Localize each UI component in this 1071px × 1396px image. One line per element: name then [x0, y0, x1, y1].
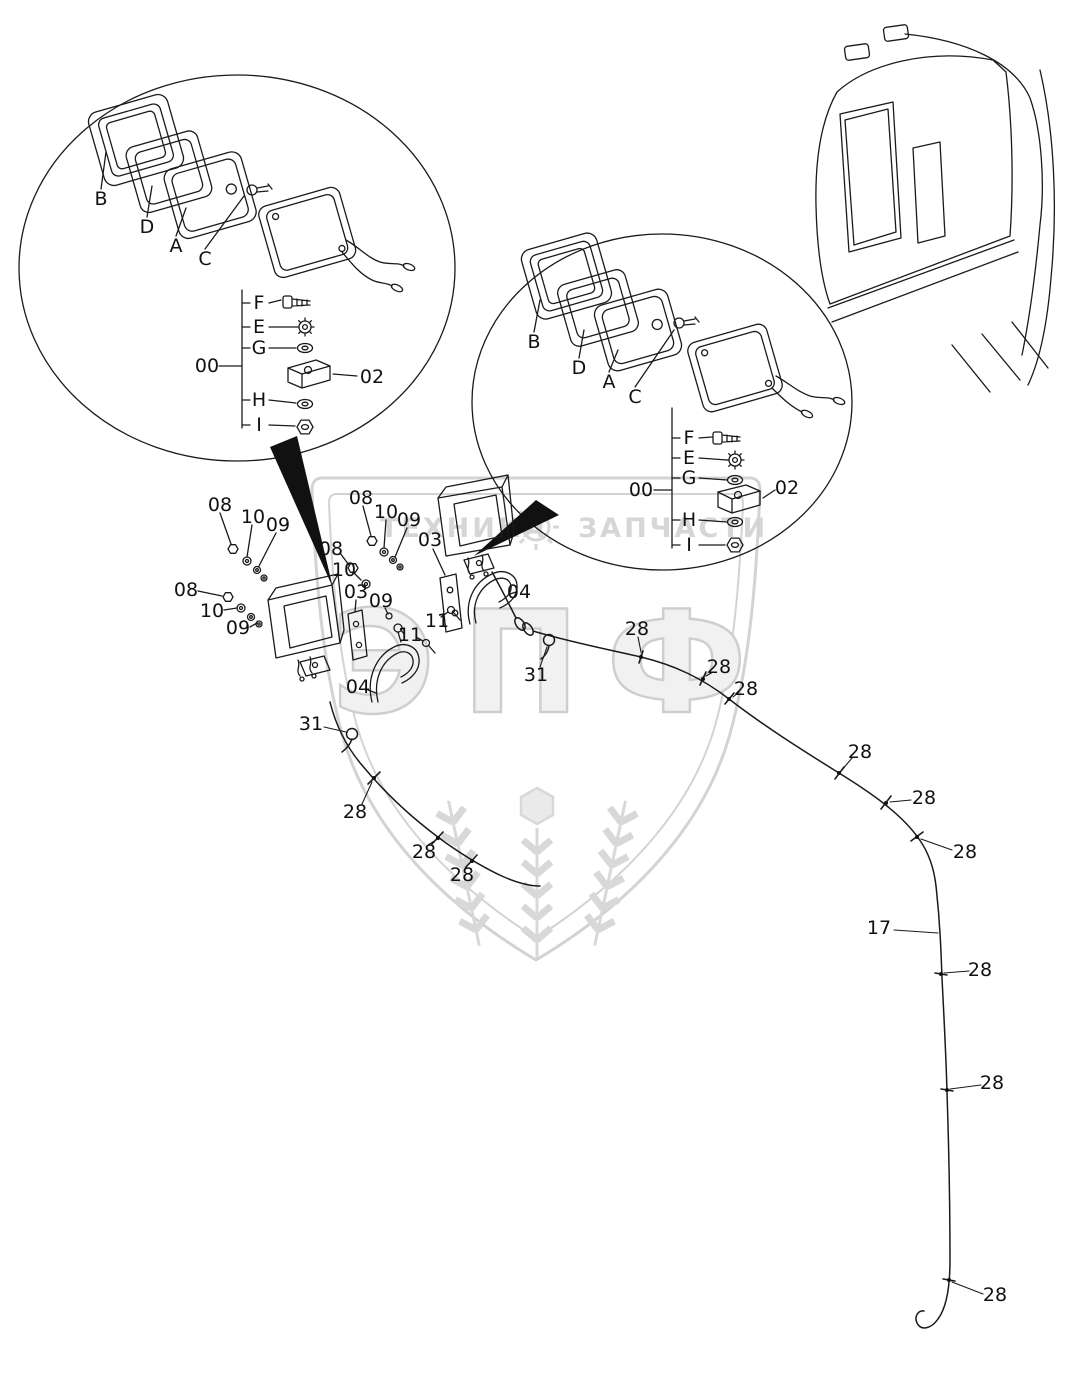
- watermark-monogram: ЭПФ: [331, 581, 773, 746]
- cab-roof-hatch: [882, 24, 910, 42]
- plate-03: [347, 609, 368, 661]
- callout-ellipse: [18, 74, 456, 462]
- callout-left: [18, 74, 456, 588]
- star-washer-icon: [295, 317, 315, 337]
- harness-left: [329, 701, 541, 887]
- cab-roof-hatch: [843, 43, 871, 61]
- callout-tail: [474, 500, 559, 556]
- cab-rear-window: [912, 141, 946, 244]
- lamp-assembly-left: [197, 512, 420, 703]
- u-tube-04: [467, 570, 518, 625]
- callout-right: [471, 232, 853, 571]
- cab-sketch: [815, 24, 1056, 393]
- u-tube-04: [369, 644, 420, 703]
- lamp-lens: [163, 151, 257, 240]
- cable-clip: [367, 650, 956, 1282]
- lamp-bezel: [520, 232, 613, 320]
- washer-icon: [296, 342, 314, 354]
- leader-lines: [197, 512, 405, 694]
- star-washer-icon: [725, 450, 745, 470]
- washer-icon: [296, 398, 314, 410]
- callout-ellipse: [471, 233, 853, 571]
- leader-lines: [533, 299, 675, 388]
- screw-icon: [282, 295, 311, 309]
- fastener-cluster: [347, 563, 371, 589]
- lamp-gasket: [125, 130, 213, 214]
- mount-bracket: [299, 655, 331, 677]
- cab-front-window: [839, 101, 902, 253]
- lamp-bulb: [246, 183, 273, 196]
- nut-icon: [296, 419, 314, 435]
- wheat-ear-right: [584, 800, 639, 946]
- lamp-wires: [775, 375, 835, 401]
- hexagon-emblem: [519, 786, 555, 826]
- connector: [514, 617, 534, 636]
- watermark: ТЕХНИКА ЗАПЧАСТИ ЭПФ: [310, 476, 773, 962]
- leader-lines: [323, 636, 984, 1295]
- bolt-11: [385, 612, 403, 643]
- lamp-bulb: [673, 316, 700, 329]
- bolt-11: [421, 638, 436, 654]
- bracket-02: [717, 484, 761, 514]
- fastener-cluster: [366, 536, 404, 571]
- mount-bracket: [463, 553, 495, 575]
- lamp-wires: [345, 239, 405, 267]
- lamp-housing: [687, 323, 783, 413]
- wheat-ear-middle: [519, 786, 555, 958]
- lamp-housing: [258, 186, 357, 279]
- bracket-02: [287, 359, 331, 389]
- lamp-gasket: [557, 269, 639, 347]
- wheat-ear-left: [435, 800, 490, 946]
- callout-tail: [270, 436, 333, 588]
- cab-rail: [904, 33, 1043, 356]
- bolt-11: [446, 605, 461, 621]
- screw-icon: [712, 431, 741, 445]
- lamp-wires: [297, 656, 313, 677]
- leader-lines: [339, 505, 517, 642]
- lamp-lens: [593, 288, 683, 372]
- nut-icon: [726, 537, 744, 553]
- harness-main: [532, 630, 951, 1329]
- fastener-cluster: [227, 544, 268, 582]
- wiring-harness: [323, 571, 984, 1329]
- clamp-loop-31: [341, 727, 359, 753]
- clamp-loop-31: [540, 633, 556, 660]
- lamp-assembly-center: [339, 474, 518, 654]
- lamp-bezel: [87, 93, 185, 187]
- cab-rail: [1027, 69, 1056, 386]
- leader-lines: [100, 151, 245, 250]
